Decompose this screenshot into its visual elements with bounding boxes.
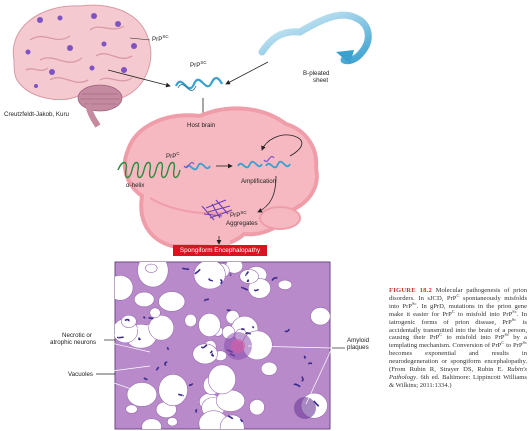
- neuron-nucleus: [143, 377, 148, 381]
- neuron-nucleus: [208, 278, 213, 282]
- neuron-nucleus: [241, 327, 245, 331]
- neuron-nucleus: [204, 298, 209, 302]
- neuron-nucleus: [195, 408, 198, 413]
- neuron-nucleus: [138, 337, 141, 341]
- label-cjd-kuru: Creutzfeldt-Jakob, Kuru: [4, 111, 69, 118]
- label-prpsc-agg: PrPSC: [230, 210, 247, 219]
- vacuole: [239, 269, 259, 284]
- vacuole: [310, 307, 330, 326]
- neuron-nucleus: [142, 316, 146, 319]
- pointer-amyloid: [247, 345, 333, 349]
- label-host-brain: Host brain: [187, 122, 216, 129]
- arrow-to-aggregates: [257, 175, 277, 213]
- vacuole: [192, 343, 218, 365]
- neuron-nucleus: [239, 418, 244, 423]
- neuron-nucleus: [124, 318, 130, 322]
- pointer-necrotic: [97, 321, 161, 341]
- vacuole: [148, 314, 175, 341]
- vacuole: [125, 404, 138, 414]
- vacuole: [166, 417, 178, 427]
- histology-panel: [114, 261, 331, 430]
- label-necrotic-2: atrophic neurons: [50, 339, 97, 346]
- vacuole: [115, 274, 134, 301]
- alpha-helix-coil: [117, 161, 181, 179]
- neuron-nucleus: [313, 400, 320, 407]
- neuron-nucleus: [246, 279, 250, 283]
- vacuole: [126, 382, 158, 407]
- neuron-nucleus: [245, 332, 252, 335]
- pointer-vacuoles: [87, 365, 151, 375]
- vacuole: [198, 313, 221, 337]
- neuron-nucleus: [271, 277, 278, 281]
- label-aggregates: Aggregates: [226, 220, 258, 227]
- neuron-nucleus: [182, 267, 190, 271]
- neuron-nucleus: [148, 316, 154, 320]
- neuron-nucleus: [166, 347, 170, 350]
- neuron-nucleus: [116, 336, 124, 339]
- vacuole: [208, 364, 236, 395]
- amplified-molecules: [237, 156, 291, 169]
- label-beta-sheet-2: sheet: [313, 77, 329, 84]
- label-amyloid-2: plaques: [347, 344, 369, 351]
- neuron-nucleus: [200, 344, 208, 349]
- neuron-nucleus: [301, 376, 304, 382]
- label-alpha-helix: α-helix: [126, 182, 145, 189]
- label-prpc: PrPC: [166, 151, 180, 160]
- host-brain: [122, 106, 319, 249]
- aggregates-cluster: [201, 199, 233, 221]
- neuron-nucleus: [254, 288, 259, 292]
- neuron-nucleus: [240, 286, 249, 291]
- neuron-nucleus: [308, 362, 313, 365]
- label-amyloid-1: Amyloid: [347, 337, 370, 344]
- neuron-nucleus: [155, 366, 160, 371]
- amyloid-plaque-right: [294, 397, 316, 419]
- label-beta-sheet-1: B-pleated: [303, 70, 330, 77]
- amyloid-plaque-center: [224, 332, 252, 360]
- neuron-nucleus: [226, 308, 231, 312]
- beta-sheet-ribbon: [258, 11, 372, 65]
- spongiform-banner: Spongiform Encephalopathy: [173, 245, 267, 256]
- neuron-nucleus: [220, 279, 223, 285]
- vacuole: [158, 291, 186, 312]
- vacuole: [249, 399, 265, 416]
- neuron-nucleus: [252, 326, 255, 329]
- vacuole: [193, 262, 226, 290]
- arrow-brain-to-prpsc: [107, 69, 171, 88]
- prion-spots: [25, 13, 137, 88]
- amplification-loop-arrow: [261, 134, 303, 157]
- cerebellum: [77, 84, 123, 112]
- prpsc-molecule-top: [174, 76, 223, 91]
- vacuole: [219, 414, 245, 429]
- label-amplification: Amplification: [241, 178, 277, 185]
- vacuole: [184, 313, 197, 328]
- neuron-nucleus: [211, 352, 215, 357]
- figure-caption: FIGURE 18.2 Molecular pathogenesis of pr…: [389, 287, 528, 389]
- vacuole: [149, 307, 161, 319]
- arrow-sheet-to-prpsc: [225, 61, 269, 85]
- neuron-nucleus: [164, 361, 168, 366]
- vacuole: [120, 314, 137, 328]
- book-title: Rubin's Pathology: [389, 366, 527, 381]
- vacuole: [145, 263, 158, 273]
- label-necrotic-1: Necrotic or: [62, 332, 92, 339]
- figure-number: FIGURE 18.2: [389, 287, 432, 294]
- vacuole: [277, 279, 293, 290]
- prpc-to-prpsc-molecule: [183, 162, 211, 171]
- vacuole: [248, 278, 271, 299]
- neuron-nucleus: [293, 383, 301, 388]
- vacuole: [141, 418, 162, 429]
- source-brain: [12, 4, 152, 128]
- neuron-nucleus: [303, 355, 307, 359]
- neuron-nucleus: [284, 328, 291, 333]
- label-prpsc-top: PrPSC: [152, 34, 169, 43]
- vacuole: [133, 291, 155, 308]
- label-prpsc-mid: PrPSC: [190, 60, 207, 69]
- neuron-nucleus: [188, 383, 194, 387]
- neuron-nucleus: [227, 415, 234, 420]
- vacuole: [158, 374, 188, 407]
- vacuole: [260, 361, 278, 376]
- label-vacuoles: Vacuoles: [68, 371, 93, 378]
- neuron-nucleus: [209, 350, 213, 354]
